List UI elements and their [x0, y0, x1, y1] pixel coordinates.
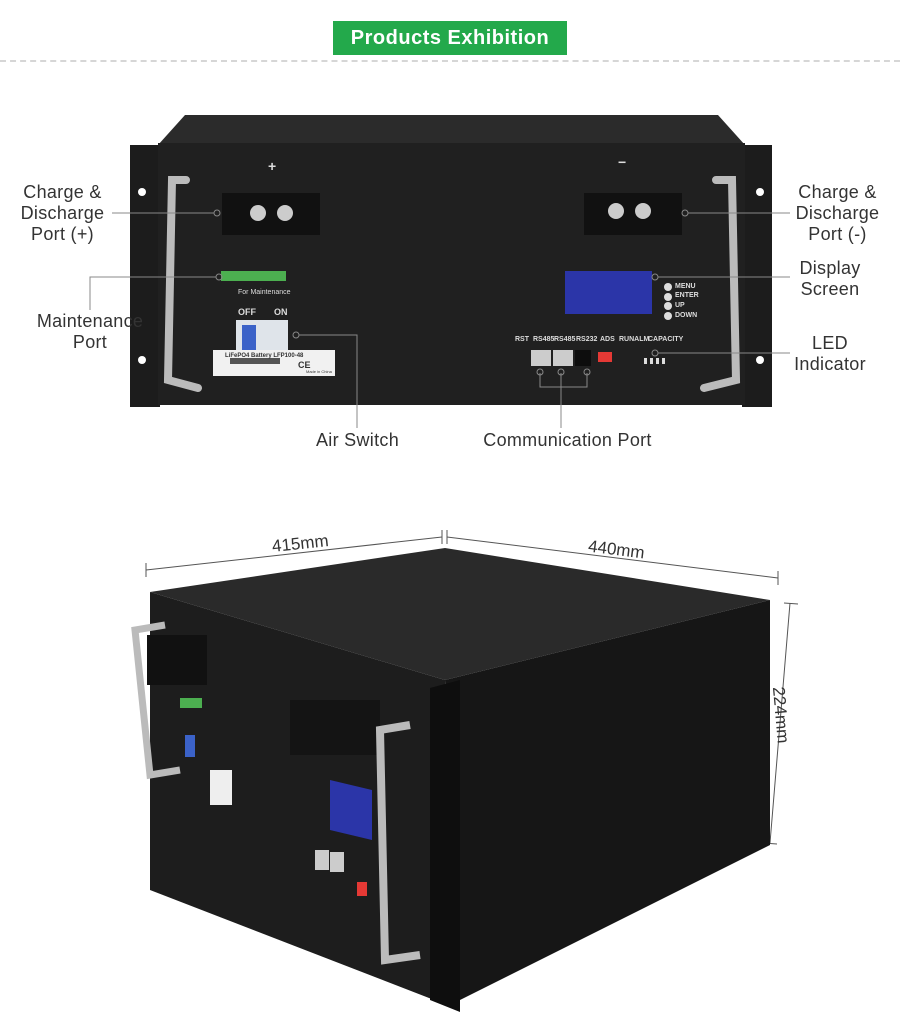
callout-line: Maintenance	[36, 311, 144, 331]
port-label-runalm: RUNALM	[619, 336, 650, 343]
callout-display-screen: Display Screen	[780, 258, 880, 300]
callout-maintenance-port: Maintenance Port	[25, 311, 155, 353]
display-screen	[565, 271, 652, 314]
callout-charge-positive: Charge & Discharge Port (+)	[0, 182, 125, 245]
divider	[0, 60, 900, 62]
callout-line: Discharge	[795, 203, 880, 223]
minus-symbol: −	[618, 154, 627, 170]
callout-line: Discharge	[20, 203, 105, 223]
callout-line: Charge &	[23, 182, 102, 202]
callout-line: Port (-)	[808, 224, 867, 244]
off-label: OFF	[238, 307, 256, 317]
right-handle	[700, 176, 741, 392]
plus-symbol: +	[268, 158, 277, 174]
port-label-ads: ADS	[600, 336, 615, 343]
down-button[interactable]: DOWN	[675, 312, 698, 319]
port-label-rst: RST	[515, 336, 529, 343]
positive-terminal	[222, 193, 320, 235]
battery-front-view	[130, 115, 772, 407]
menu-button[interactable]: MENU	[675, 283, 696, 290]
callout-charge-negative: Charge & Discharge Port (-)	[775, 182, 900, 245]
battery-perspective-view	[131, 548, 770, 1012]
dimension-lines	[145, 530, 799, 845]
on-label: ON	[274, 307, 288, 317]
negative-terminal	[584, 193, 682, 235]
section-title: Products Exhibition	[333, 21, 567, 55]
callout-line: LED	[812, 333, 848, 353]
battery-model: LiFePO4 Battery LFP100-48	[225, 353, 304, 359]
left-handle	[163, 176, 202, 392]
port-label-rs485-1: RS485	[533, 336, 555, 343]
callout-line: Charge &	[798, 182, 877, 202]
port-label-capacity: CAPACITY	[648, 336, 684, 343]
callout-communication-port: Communication Port	[483, 430, 652, 450]
callout-line: Indicator	[794, 354, 866, 374]
callout-line: Port (+)	[31, 224, 94, 244]
made-in: Made in China	[306, 369, 332, 374]
enter-button[interactable]: ENTER	[675, 292, 699, 299]
ce-mark: CE	[298, 360, 311, 370]
port-label-rs232: RS232	[576, 336, 598, 343]
callout-led-indicator: LED Indicator	[780, 333, 880, 375]
maintenance-connector	[221, 271, 286, 281]
port-label-rs485-2: RS485	[554, 336, 576, 343]
up-button[interactable]: UP	[675, 302, 685, 309]
callout-line: Display	[799, 258, 861, 278]
callout-air-switch: Air Switch	[315, 430, 399, 450]
maintenance-text: For Maintenance	[238, 289, 291, 296]
callout-lines	[89, 209, 790, 428]
callout-line: Screen	[800, 279, 860, 299]
air-switch	[242, 325, 256, 350]
callout-line: Port	[72, 332, 108, 352]
